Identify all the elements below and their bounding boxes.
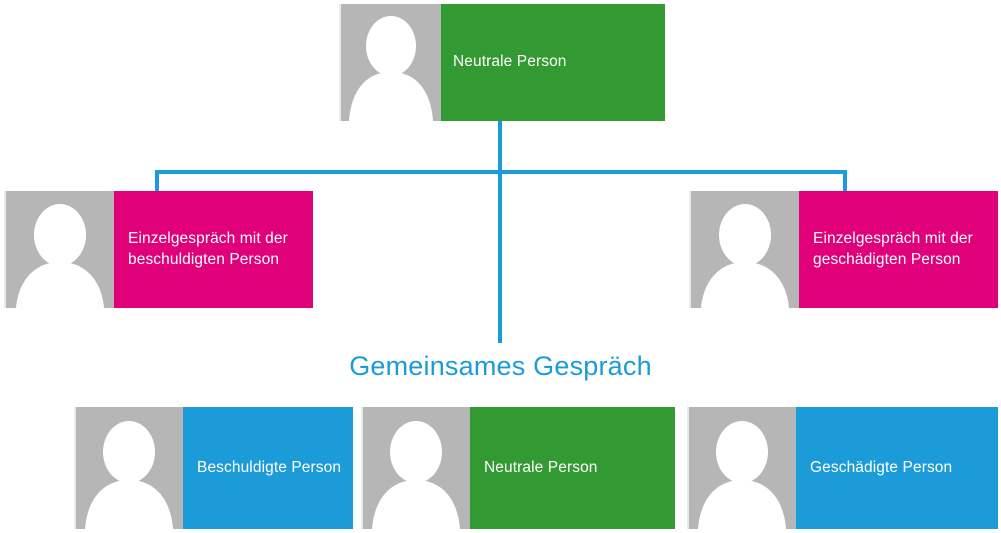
person-silhouette-icon (701, 204, 789, 308)
node-label: Einzelgespräch mit der geschädigten Pers… (799, 191, 998, 308)
node-individual-talk-damaged[interactable]: Einzelgespräch mit der geschädigten Pers… (689, 191, 998, 308)
node-label: Einzelgespräch mit der beschuldigten Per… (114, 191, 313, 308)
avatar (76, 407, 183, 529)
node-individual-talk-accused[interactable]: Einzelgespräch mit der beschuldigten Per… (4, 191, 313, 308)
node-damaged-person[interactable]: Geschädigte Person (687, 407, 998, 529)
node-accused-person[interactable]: Beschuldigte Person (74, 407, 353, 529)
avatar (691, 191, 799, 308)
person-silhouette-icon (698, 421, 786, 529)
person-silhouette-icon (85, 421, 173, 529)
node-label: Beschuldigte Person (183, 407, 353, 529)
node-neutral-person-bottom[interactable]: Neutrale Person (361, 407, 675, 529)
avatar (689, 407, 796, 529)
node-label: Neutrale Person (441, 4, 665, 121)
node-label: Neutrale Person (470, 407, 675, 529)
node-top-neutral-person[interactable]: Neutrale Person (339, 4, 665, 121)
person-silhouette-icon (349, 16, 433, 121)
node-label: Geschädigte Person (796, 407, 998, 529)
section-heading: Gemeinsames Gespräch (349, 351, 652, 381)
avatar (6, 191, 114, 308)
avatar (341, 4, 441, 121)
avatar (363, 407, 470, 529)
person-silhouette-icon (372, 421, 460, 529)
person-silhouette-icon (16, 204, 104, 308)
